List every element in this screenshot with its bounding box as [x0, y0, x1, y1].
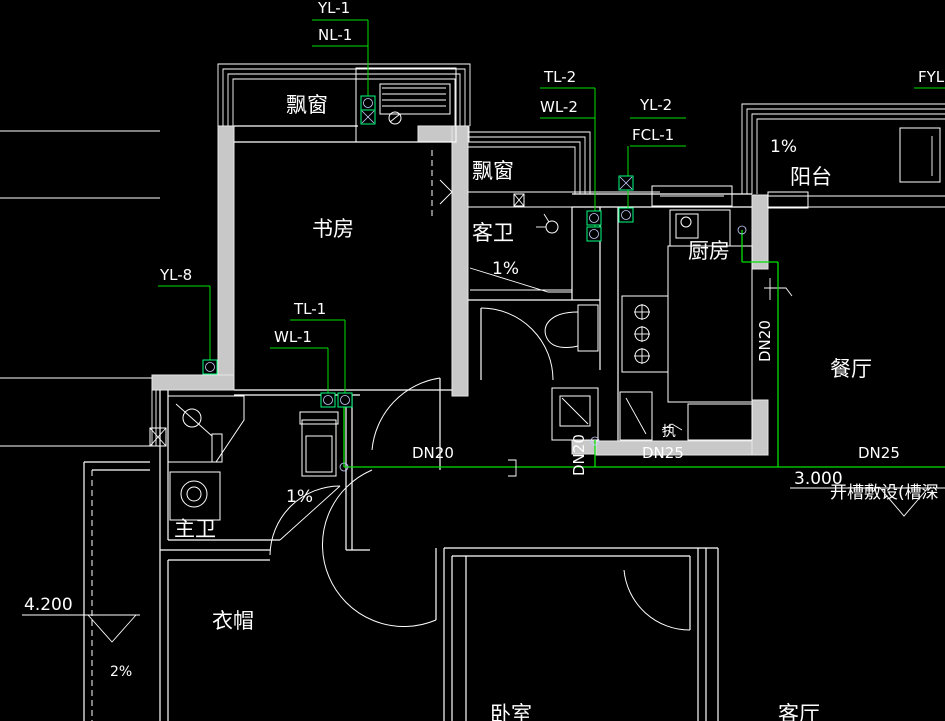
label-fcl-1: FCL-1 — [632, 126, 674, 144]
room-bedroom: 卧室 — [490, 702, 532, 721]
pipe-size-dn25-right: DN25 — [858, 444, 900, 462]
room-kitchen: 厨房 — [688, 239, 730, 263]
label-nl-1: NL-1 — [318, 26, 352, 44]
water-supply-pipes — [343, 230, 945, 477]
riser-symbols — [202, 95, 747, 472]
room-living: 客厅 — [778, 702, 820, 721]
guest-bath-fixtures — [431, 150, 601, 381]
room-balcony: 阳台 — [790, 165, 832, 189]
walls — [151, 125, 769, 456]
room-study: 书房 — [312, 217, 354, 241]
label-wl-1: WL-1 — [274, 328, 312, 346]
elevation-left: 4.200 — [24, 595, 73, 615]
label-wl-2: WL-2 — [540, 98, 578, 116]
pipe-size-dn25-kitchen: DN25 — [642, 444, 684, 462]
label-tl-1: TL-1 — [293, 300, 326, 318]
pipe-size-labels: DN20 DN20 DN20 DN25 DN25 — [412, 320, 900, 476]
elevation-markers — [22, 487, 945, 643]
kitchen-sink-label: 执 — [662, 424, 676, 440]
dining-details — [764, 278, 793, 300]
label-yl-2: YL-2 — [639, 96, 672, 114]
elevation-labels: 4.200 3.000 开槽敷设(槽深 — [24, 469, 939, 615]
study-bath-walls — [149, 141, 452, 556]
label-tl-2: TL-2 — [543, 68, 576, 86]
label-yl-1: YL-1 — [317, 0, 350, 17]
slope-balcony: 1% — [770, 137, 797, 157]
pipe-size-dn20-vertical-b: DN20 — [756, 320, 774, 362]
pipe-size-dn20-vertical-a: DN20 — [570, 434, 588, 476]
kitchen-fixtures: 执 — [551, 185, 753, 441]
note-groove: 开槽敷设(槽深 — [830, 483, 939, 503]
slope-left: 2% — [110, 664, 132, 680]
room-dining: 餐厅 — [830, 357, 872, 381]
room-bay-window-2: 飘窗 — [472, 159, 514, 183]
elevation-right: 3.000 — [794, 469, 843, 489]
pipe-size-dn20-main: DN20 — [412, 444, 454, 462]
room-bay-window-1: 飘窗 — [286, 93, 328, 117]
room-cloakroom: 衣帽 — [212, 609, 254, 633]
bay-window-study-outline — [217, 63, 471, 143]
slope-labels: 1% 1% 1% 2% — [110, 137, 797, 680]
label-fyl: FYL — [918, 68, 945, 86]
balcony-outline — [741, 103, 945, 209]
doors-lower-rooms — [83, 377, 719, 721]
room-labels: 飘窗 飘窗 书房 客卫 厨房 阳台 餐厅 主卫 衣帽 卧室 客厅 — [174, 93, 872, 721]
slope-guest-bath: 1% — [492, 259, 519, 279]
left-reference-lines — [0, 130, 160, 447]
room-guest-bath: 客卫 — [472, 221, 514, 245]
room-master-bath: 主卫 — [174, 517, 216, 541]
slope-master-bath: 1% — [286, 487, 313, 507]
label-yl-8: YL-8 — [159, 266, 192, 284]
riser-labels: YL-1 NL-1 TL-2 WL-2 YL-2 FCL-1 FYL YL-8 … — [159, 0, 945, 346]
